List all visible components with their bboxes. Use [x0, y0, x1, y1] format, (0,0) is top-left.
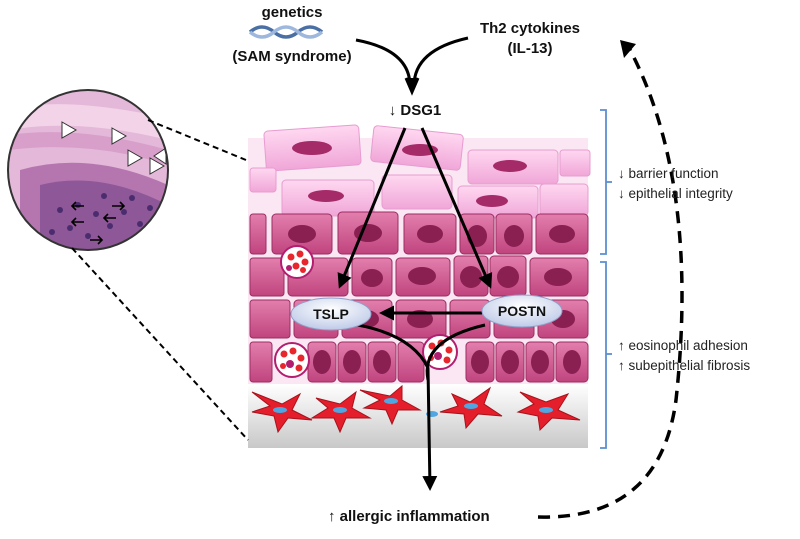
cytokines-subtitle: (IL-13): [507, 40, 553, 57]
bracket-upper: [600, 109, 612, 255]
basal-layer: [249, 341, 589, 383]
tslp-pill: [290, 297, 372, 331]
postn-label: POSTN: [497, 303, 547, 319]
genetics-title: genetics: [261, 4, 323, 21]
lower-effect-2: ↑ subepithelial fibrosis: [618, 358, 751, 373]
converging-arrows: [355, 36, 469, 96]
genetics-subtitle: (SAM syndrome): [232, 48, 352, 65]
upper-effect-2: ↓ epithelial integrity: [618, 186, 733, 201]
dsg1-label: ↓ DSG1: [388, 102, 442, 119]
lower-effect-1: ↑ eosinophil adhesion: [618, 338, 748, 353]
stratum-corneum: [249, 124, 591, 219]
upper-effect-1: ↓ barrier function: [618, 166, 719, 181]
postn-pill: [481, 294, 563, 328]
tslp-label: TSLP: [313, 306, 349, 322]
epithelium-block: [248, 124, 591, 448]
bracket-lower: [600, 261, 612, 449]
fibroblasts: [251, 384, 581, 434]
outcome-label: ↑ allergic inflammation: [328, 508, 490, 525]
eosinophil-1: [280, 245, 314, 279]
eosinophil-2: [274, 342, 310, 378]
feedback-loop: [537, 40, 684, 519]
cytokines-title: Th2 cytokines: [479, 20, 581, 37]
dna-icon: [248, 25, 324, 39]
histology-inset: [7, 89, 249, 441]
